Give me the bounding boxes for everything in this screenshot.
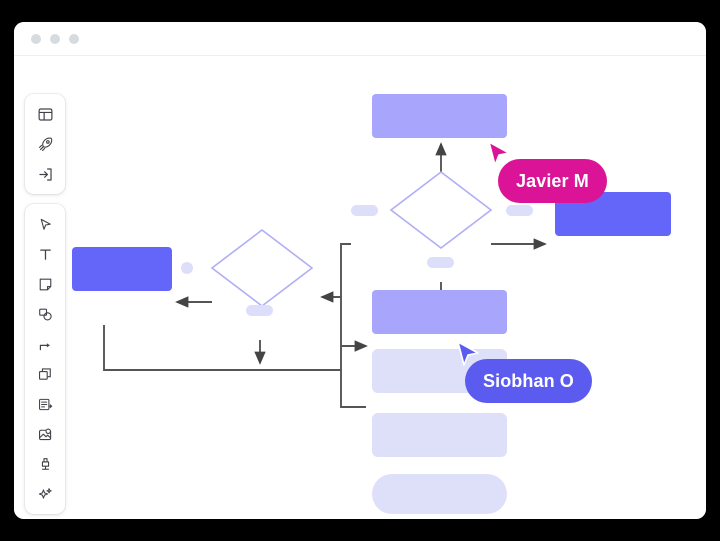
window-title-bar [14, 22, 706, 56]
close-button[interactable] [31, 33, 41, 44]
connector-pill-right-of-decision-right[interactable] [506, 205, 533, 216]
toolbar-group-create [25, 204, 65, 514]
minimize-button[interactable] [50, 33, 60, 44]
node-left-process[interactable] [72, 247, 172, 291]
node-mid-process-1[interactable] [372, 290, 507, 334]
pen-icon[interactable] [28, 449, 62, 479]
cursor-pointer-javier-icon [488, 141, 510, 166]
cursor-pointer-siobhan-icon [457, 341, 479, 366]
node-top-process[interactable] [372, 94, 507, 138]
edge-left-box-loop [103, 325, 341, 371]
connector-pill-below-decision-left[interactable] [246, 305, 273, 316]
connector-pill-below-decision-right[interactable] [427, 257, 454, 268]
node-mid-process-3[interactable] [372, 413, 507, 457]
sparkles-icon[interactable] [28, 479, 62, 509]
node-decision-right[interactable] [389, 170, 493, 250]
diagram-svg [72, 94, 671, 514]
collaborator-label-siobhan[interactable]: Siobhan O [465, 359, 592, 403]
connector-pill-left-of-decision-right[interactable] [351, 205, 378, 216]
sign-in-icon[interactable] [28, 159, 62, 189]
document-icon[interactable] [28, 389, 62, 419]
layout-panel-icon[interactable] [28, 99, 62, 129]
cursor-select-icon[interactable] [28, 209, 62, 239]
traffic-light-group [31, 33, 79, 44]
maximize-button[interactable] [69, 33, 79, 44]
node-right-process[interactable] [555, 192, 671, 236]
image-icon[interactable] [28, 419, 62, 449]
connector-handles [181, 205, 533, 316]
whiteboard-canvas[interactable]: Javier M Siobhan O [14, 56, 706, 519]
frame-icon[interactable] [28, 359, 62, 389]
edge-trunk-left-vertical [340, 243, 366, 408]
text-icon[interactable] [28, 239, 62, 269]
shapes-icon[interactable] [28, 299, 62, 329]
sticky-note-icon[interactable] [28, 269, 62, 299]
toolbar-group-view [25, 94, 65, 194]
node-terminator[interactable] [372, 474, 507, 514]
collaborator-label-javier[interactable]: Javier M [498, 159, 607, 203]
connector-icon[interactable] [28, 329, 62, 359]
left-toolbar [25, 94, 65, 519]
connector-dot-left-of-decision-left[interactable] [181, 262, 193, 274]
app-window: Javier M Siobhan O [14, 22, 706, 519]
node-decision-left[interactable] [210, 228, 314, 308]
rocket-icon[interactable] [28, 129, 62, 159]
